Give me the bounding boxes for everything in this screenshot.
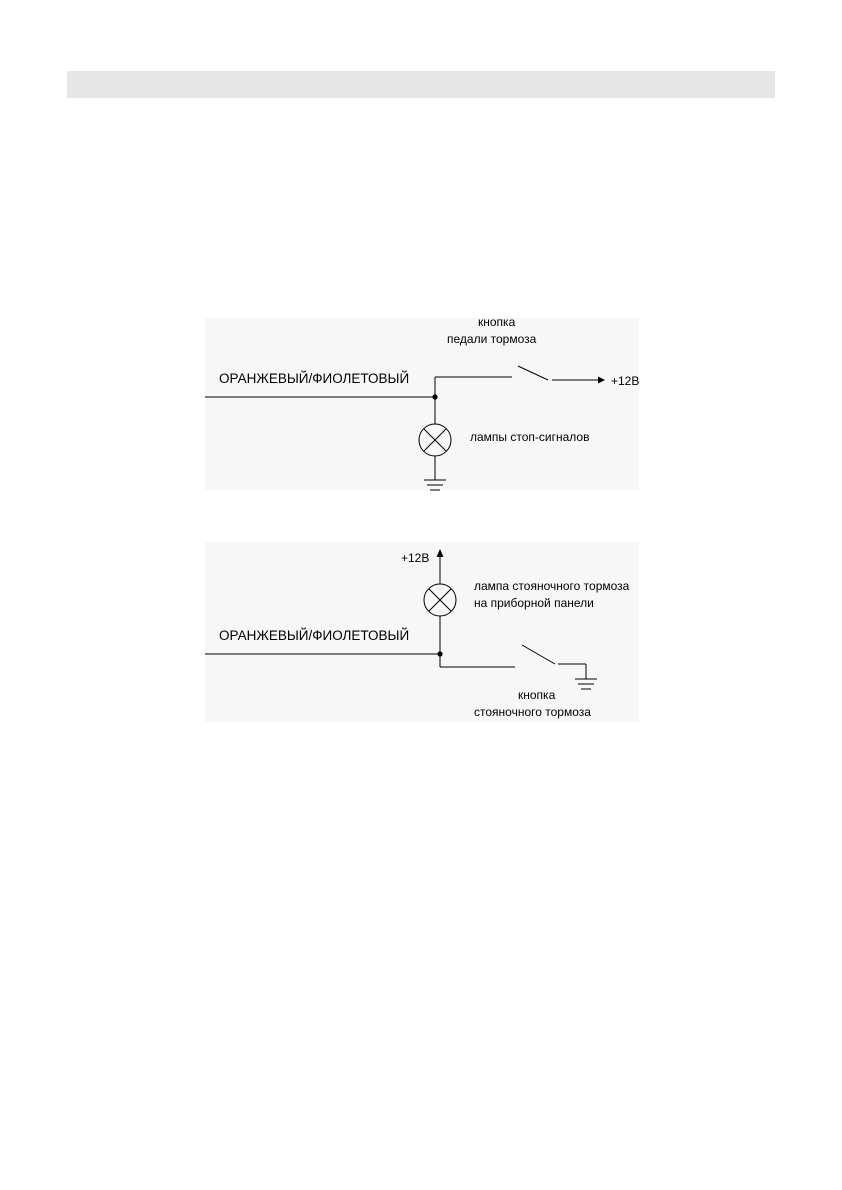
junction-dot-bottom	[437, 651, 443, 657]
supply-arrow-up-icon	[436, 549, 444, 557]
lamp-label-top: лампы стоп-сигналов	[470, 430, 589, 444]
switch-label-line1: кнопка	[478, 315, 516, 329]
lamp-label-line1: лампа стояночного тормоза	[474, 579, 630, 593]
supply-arrow-icon	[598, 376, 605, 384]
header-bar	[67, 71, 775, 98]
switch-label-line2: педали тормоза	[447, 332, 537, 346]
supply-label-top: +12В	[611, 374, 639, 388]
top-diagram-panel	[205, 318, 639, 490]
bottom-diagram-panel	[205, 542, 639, 722]
switch-blade-top	[517, 365, 549, 381]
wire-label-bottom: ОРАНЖЕВЫЙ/ФИОЛЕТОВЫЙ	[219, 628, 409, 643]
wire-label-top: ОРАНЖЕВЫЙ/ФИОЛЕТОВЫЙ	[219, 371, 409, 386]
ground-icon	[424, 479, 446, 491]
switch-blade-bottom	[521, 644, 556, 665]
parking-lamp-icon	[423, 583, 457, 617]
junction-dot-top	[432, 394, 438, 400]
switch-label-line1: кнопка	[518, 688, 556, 702]
lamp-label-line2: на приборной панели	[474, 596, 594, 610]
supply-label-bottom: +12В	[401, 551, 429, 565]
switch-label-line2: стояночного тормоза	[474, 705, 591, 719]
ground-icon	[575, 678, 597, 690]
